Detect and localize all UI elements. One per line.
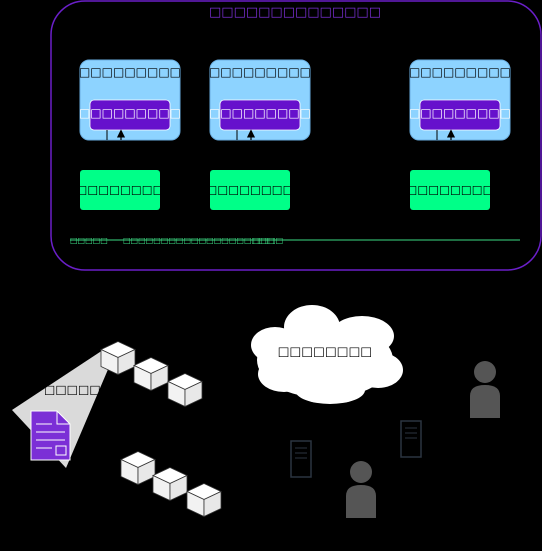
cube-icon — [133, 357, 169, 392]
service-card-3-title: □□□□□□□□□ — [409, 65, 511, 79]
server-icon — [290, 440, 312, 478]
cube-icon — [100, 341, 136, 376]
cube-icon — [186, 483, 222, 518]
green-box-2 — [210, 170, 290, 210]
cube-icon — [152, 467, 188, 502]
service-card-3: □□□□□□□□□ □□□□□□□□□ — [409, 59, 511, 141]
service-card-3-badge — [419, 99, 501, 131]
service-card-3-badge-label: □□□□□□□□□ — [409, 106, 511, 120]
green-box-1-label: □□□□□□□□□□ — [66, 183, 175, 197]
cloud-label: □□□□□□□□ — [278, 344, 372, 359]
bus-label-3: □□□□ — [253, 236, 283, 245]
person-icon — [470, 361, 500, 418]
green-box-3 — [410, 170, 490, 210]
service-card-2: □□□□□□□□□ □□□□□□□□□ — [209, 59, 311, 141]
bus-label-1: □□□□□ — [70, 236, 108, 245]
beam-shape — [12, 348, 112, 468]
service-card-2-badge-label: □□□□□□□□□ — [209, 106, 311, 120]
bus-label-2: □□□□□□□□□□□□□□□□□□□□ — [123, 236, 274, 245]
green-box-2-label: □□□□□□□□□□ — [196, 183, 305, 197]
system-group-title: □□□□□□□□□□□□□□ — [209, 5, 381, 20]
cube-cluster — [100, 341, 222, 518]
cube-icon — [167, 373, 203, 408]
cube-icon — [120, 451, 156, 486]
cloud-icon — [251, 305, 403, 404]
service-card-1-badge-label: □□□□□□□□□ — [79, 106, 181, 120]
green-box-1 — [80, 170, 160, 210]
beam-label: □□□□□□ — [44, 383, 112, 397]
server-icon — [400, 420, 422, 458]
service-card-2-badge — [219, 99, 301, 131]
service-card-1-title: □□□□□□□□□ — [79, 65, 181, 79]
service-card-1-badge — [89, 99, 171, 131]
service-card-1: □□□□□□□□□ □□□□□□□□□ — [79, 59, 181, 141]
service-card-2-title: □□□□□□□□□ — [209, 65, 311, 79]
document-icon — [30, 410, 71, 461]
person-icon — [346, 461, 376, 518]
green-box-3-label: □□□□□□□□□□ — [396, 183, 505, 197]
